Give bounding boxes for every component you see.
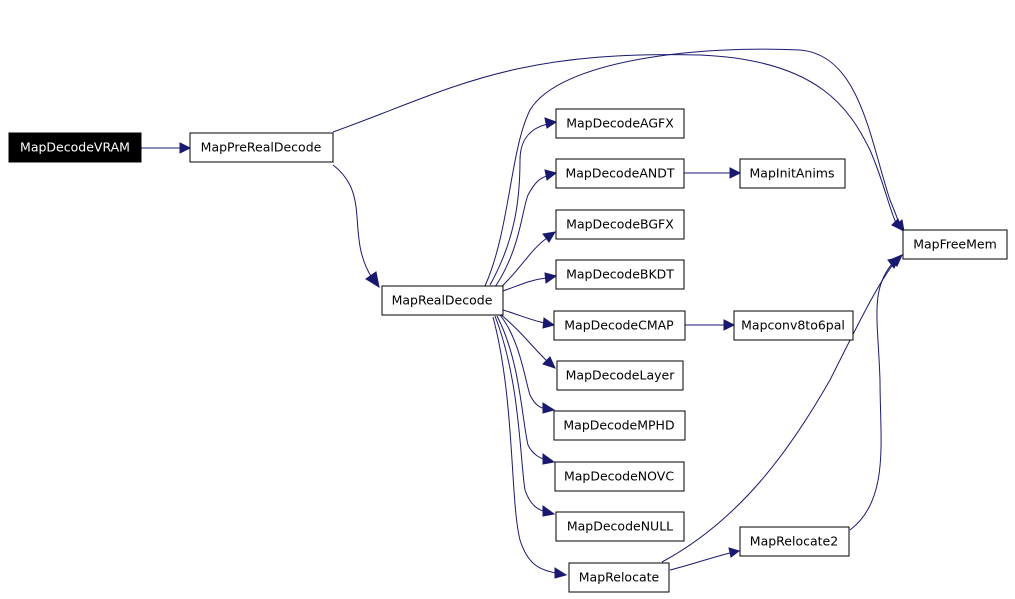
node-mapdecodebgfx[interactable]: MapDecodeBGFX — [555, 209, 685, 240]
edge-mapreal-mapfreemem — [484, 48, 905, 287]
node-label-mapdecodevram: MapDecodeVRAM — [20, 140, 130, 155]
node-mapconv8to6pal[interactable]: Mapconv8to6pal — [733, 310, 854, 341]
node-mapdecodebkdt[interactable]: MapDecodeBKDT — [555, 259, 685, 290]
node-label-mapprerealdecode: MapPreRealDecode — [201, 140, 322, 155]
node-label-mapdecodelayer: MapDecodeLayer — [566, 368, 676, 383]
node-label-mapdecodebkdt: MapDecodeBKDT — [566, 267, 674, 282]
edge-mapreal-null — [494, 315, 556, 517]
node-label-mapdecodenovc: MapDecodeNOVC — [564, 469, 674, 484]
node-mapdecodeagfx[interactable]: MapDecodeAGFX — [555, 108, 685, 139]
edge-mapreal-layer — [499, 313, 556, 369]
edge-mapreal-bkdt — [502, 272, 558, 292]
node-maprelocate2[interactable]: MapRelocate2 — [739, 526, 850, 557]
edge-mappre-mapfreemem — [332, 54, 903, 232]
edge-mapreal-relocate — [492, 316, 568, 579]
edge-relocate-relocate2 — [669, 547, 741, 571]
graph-nodes: MapDecodeVRAM MapPreRealDecode MapRealDe… — [8, 108, 1008, 593]
node-label-mapdecodenull: MapDecodeNULL — [567, 519, 673, 534]
edge-mappre-mapreal — [332, 164, 380, 289]
node-mapdecodevram[interactable]: MapDecodeVRAM — [8, 132, 142, 163]
edge-mapreal-agfx — [489, 117, 558, 286]
graph-edges — [141, 48, 905, 579]
node-mapdecodenull[interactable]: MapDecodeNULL — [555, 511, 685, 542]
node-mapprerealdecode[interactable]: MapPreRealDecode — [189, 132, 334, 163]
node-label-maprealdecode: MapRealDecode — [392, 293, 493, 308]
edge-andt-initanims — [684, 167, 742, 179]
node-label-mapdecodeandt: MapDecodeANDT — [565, 166, 674, 181]
node-label-mapdecodeagfx: MapDecodeAGFX — [566, 116, 674, 131]
node-label-mapfreemem: MapFreeMem — [913, 237, 997, 252]
node-mapinitanims[interactable]: MapInitAnims — [739, 158, 846, 189]
edge-mapreal-cmap — [502, 309, 556, 329]
node-maprelocate[interactable]: MapRelocate — [568, 562, 670, 593]
node-label-maprelocate2: MapRelocate2 — [750, 534, 838, 549]
edge-mapreal-mphd — [499, 314, 556, 414]
edge-relocate-mapfreemem — [661, 254, 903, 563]
edge-mapreal-bgfx — [499, 231, 556, 289]
node-mapdecodenovc[interactable]: MapDecodeNOVC — [554, 461, 685, 492]
edge-cmap-conv — [685, 319, 736, 331]
edge-mapreal-novc — [496, 315, 556, 465]
node-maprealdecode[interactable]: MapRealDecode — [381, 285, 504, 316]
node-mapdecodelayer[interactable]: MapDecodeLayer — [556, 360, 684, 391]
node-mapfreemem[interactable]: MapFreeMem — [902, 229, 1008, 260]
node-label-maprelocate: MapRelocate — [579, 570, 660, 585]
node-mapdecodecmap[interactable]: MapDecodeCMAP — [553, 310, 686, 341]
node-label-mapinitanims: MapInitAnims — [750, 166, 835, 181]
node-label-mapdecodebgfx: MapDecodeBGFX — [566, 217, 674, 232]
node-mapdecodeandt[interactable]: MapDecodeANDT — [555, 158, 685, 189]
node-mapdecodemphd[interactable]: MapDecodeMPHD — [553, 410, 686, 441]
node-label-mapdecodemphd: MapDecodeMPHD — [563, 418, 674, 433]
edge-relocate2-mapfreemem — [849, 257, 900, 531]
node-label-mapdecodecmap: MapDecodeCMAP — [564, 318, 674, 333]
edge-mapdecodevram-mappre — [141, 142, 192, 154]
edge-mapreal-andt — [494, 169, 558, 288]
node-label-mapconv8to6pal: Mapconv8to6pal — [741, 318, 845, 333]
